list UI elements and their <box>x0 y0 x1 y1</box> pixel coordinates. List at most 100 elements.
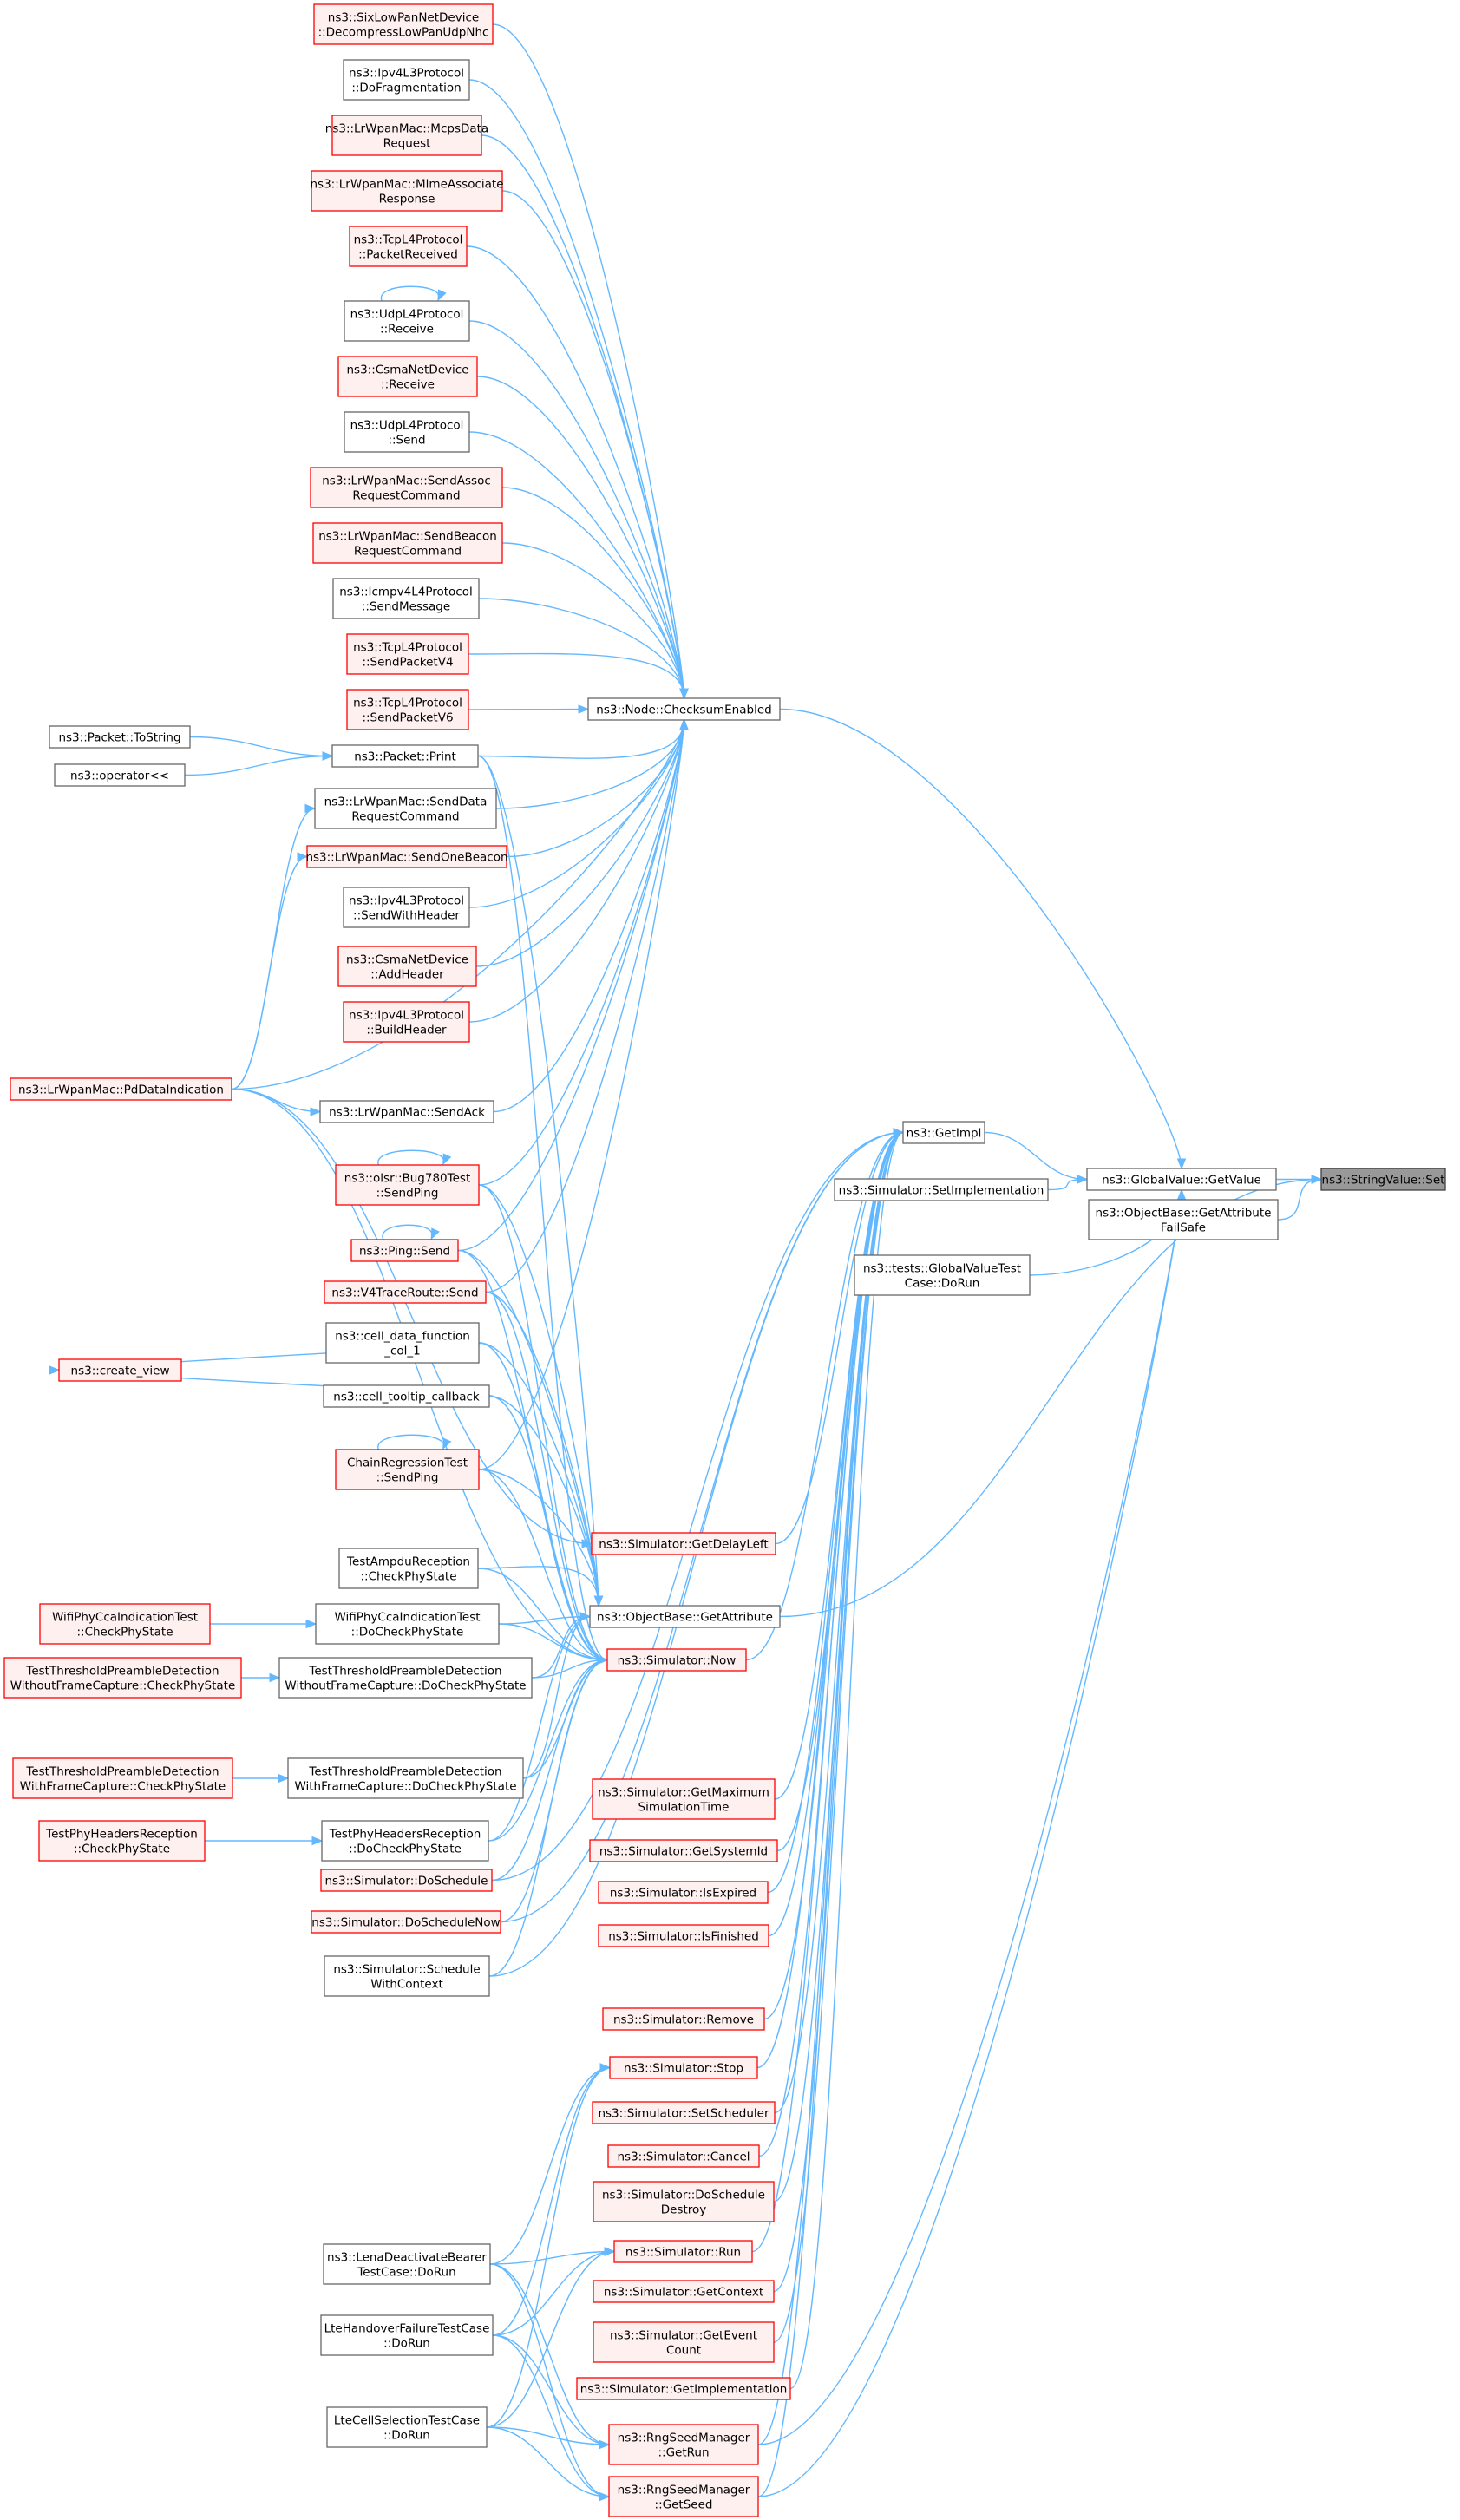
node-chainreg[interactable]: ChainRegressionTest::SendPing <box>335 1449 480 1490</box>
edge-line <box>492 2334 610 2497</box>
node-wificca-do[interactable]: WifiPhyCcaIndicationTest::DoCheckPhyStat… <box>315 1603 500 1645</box>
node-cellcol[interactable]: ns3::cell_data_function_col_1 <box>325 1322 480 1364</box>
edge-line <box>189 736 333 757</box>
node-getattr[interactable]: ns3::ObjectBase::GetAttribute <box>589 1605 781 1628</box>
node-ltehandover[interactable]: LteHandoverFailureTestCase::DoRun <box>320 2314 494 2356</box>
node-remove[interactable]: ns3::Simulator::Remove <box>602 2007 765 2031</box>
node-udp-recv[interactable]: ns3::UdpL4Protocol::Receive <box>344 300 470 342</box>
node-label: ns3::Ipv4L3Protocol <box>349 894 464 908</box>
edge-line <box>478 719 685 1186</box>
node-csma-addhdr[interactable]: ns3::CsmaNetDevice::AddHeader <box>337 946 477 987</box>
node-label: ns3::Simulator::GetMaximum <box>598 1786 769 1800</box>
node-stop[interactable]: ns3::Simulator::Stop <box>609 2056 758 2079</box>
node-box <box>346 689 469 730</box>
edge-line <box>488 1395 608 1661</box>
node-set-impl[interactable]: ns3::Simulator::SetImplementation <box>834 1178 1049 1201</box>
node-checksum[interactable]: ns3::Node::ChecksumEnabled <box>587 697 781 721</box>
edge-line <box>489 2250 615 2265</box>
node-doschedule[interactable]: ns3::Simulator::DoSchedule <box>320 1869 493 1892</box>
node-isfinished[interactable]: ns3::Simulator::IsFinished <box>598 1924 769 1947</box>
node-csma-recv[interactable]: ns3::CsmaNetDevice::Receive <box>337 356 478 397</box>
node-getimplementation[interactable]: ns3::Simulator::GetImplementation <box>576 2377 791 2400</box>
node-tpd-w-chk[interactable]: TestThresholdPreambleDetectionWithFrameC… <box>12 1757 233 1799</box>
node-label: ns3::Simulator::DoScheduleNow <box>311 1916 500 1930</box>
node-setsched[interactable]: ns3::Simulator::SetScheduler <box>592 2101 776 2124</box>
node-label: ns3::TcpL4Protocol <box>353 641 462 655</box>
node-getcontext[interactable]: ns3::Simulator::GetContext <box>593 2280 775 2303</box>
node-v4trace[interactable]: ns3::V4TraceRoute::Send <box>324 1280 487 1304</box>
node-box <box>319 1100 494 1123</box>
node-tcp-recv[interactable]: ns3::TcpL4Protocol::PacketReceived <box>349 226 468 267</box>
node-tpd-wo-chk[interactable]: TestThresholdPreambleDetectionWithoutFra… <box>3 1657 242 1699</box>
node-now[interactable]: ns3::Simulator::Now <box>606 1648 747 1672</box>
node-tpd-w-do[interactable]: TestThresholdPreambleDetectionWithFrameC… <box>287 1757 524 1799</box>
node-cancel[interactable]: ns3::Simulator::Cancel <box>607 2144 760 2168</box>
node-onebeacon[interactable]: ns3::LrWpanMac::SendOneBeacon <box>305 845 508 868</box>
node-celltip[interactable]: ns3::cell_tooltip_callback <box>323 1384 490 1408</box>
node-wificca-chk[interactable]: WifiPhyCcaIndicationTest::CheckPhyState <box>39 1603 211 1645</box>
node-icmp[interactable]: ns3::Icmpv4L4Protocol::SendMessage <box>332 578 480 619</box>
edge-arrowhead <box>893 1128 905 1137</box>
edge-arrowhead <box>1077 1175 1089 1184</box>
node-print[interactable]: ns3::Packet::Print <box>331 744 479 768</box>
node-gv-getvalue[interactable]: ns3::GlobalValue::GetValue <box>1086 1168 1277 1191</box>
edge-line <box>231 1088 321 1113</box>
edge-mlme-to-checksum <box>501 190 689 700</box>
node-ipv4-sendhdr[interactable]: ns3::Ipv4L3Protocol::SendWithHeader <box>343 887 470 928</box>
node-tcp-v6[interactable]: ns3::TcpL4Protocol::SendPacketV6 <box>346 689 469 730</box>
node-getseed[interactable]: ns3::RngSeedManager::GetSeed <box>608 2476 759 2517</box>
node-udp-send[interactable]: ns3::UdpL4Protocol::Send <box>344 411 470 453</box>
node-pingsend[interactable]: ns3::Ping::Send <box>350 1239 459 1262</box>
node-run[interactable]: ns3::Simulator::Run <box>613 2240 753 2263</box>
node-tostring[interactable]: ns3::Packet::ToString <box>49 725 191 749</box>
node-getrun[interactable]: ns3::RngSeedManager::GetRun <box>608 2424 759 2465</box>
node-operator[interactable]: ns3::operator<< <box>54 763 186 787</box>
node-isexpired[interactable]: ns3::Simulator::IsExpired <box>598 1881 769 1904</box>
node-doschednow[interactable]: ns3::Simulator::DoScheduleNow <box>311 1910 501 1934</box>
node-ipv4-frag[interactable]: ns3::Ipv4L3Protocol::DoFragmentation <box>343 59 470 101</box>
node-box <box>331 115 482 156</box>
edge-getseed-to-getimpl <box>757 1128 905 2497</box>
node-tpd-wo-do[interactable]: TestThresholdPreambleDetectionWithoutFra… <box>278 1657 533 1699</box>
node-label: ns3::olsr::Bug780Test <box>344 1172 470 1186</box>
node-getsysid[interactable]: ns3::Simulator::GetSystemId <box>589 1839 778 1862</box>
edge-line <box>478 1184 608 1661</box>
node-phyhdr-chk[interactable]: TestPhyHeadersReception::CheckPhyState <box>38 1820 206 1862</box>
node-sixlowpan[interactable]: ns3::SixLowPanNetDevice::DecompressLowPa… <box>313 3 494 45</box>
edge-arrowhead <box>304 803 317 814</box>
node-tcp-v4[interactable]: ns3::TcpL4Protocol::SendPacketV4 <box>346 633 469 675</box>
node-label: ns3::Simulator::IsExpired <box>610 1887 756 1901</box>
node-sendack[interactable]: ns3::LrWpanMac::SendAck <box>319 1100 494 1123</box>
node-bug780[interactable]: ns3::olsr::Bug780Test::SendPing <box>335 1164 480 1206</box>
node-box <box>326 2406 488 2448</box>
edge-line <box>476 376 685 699</box>
node-box <box>321 1820 489 1862</box>
node-ampdu[interactable]: TestAmpduReception::CheckPhyState <box>338 1548 479 1589</box>
node-label: ns3::LrWpanMac::MlmeAssociate <box>311 178 504 192</box>
node-pdind[interactable]: ns3::LrWpanMac::PdDataIndication <box>10 1077 232 1101</box>
node-phyhdr-do[interactable]: TestPhyHeadersReception::DoCheckPhyState <box>321 1820 489 1862</box>
node-getdelay[interactable]: ns3::Simulator::GetDelayLeft <box>591 1532 776 1555</box>
node-ltecell[interactable]: LteCellSelectionTestCase::DoRun <box>326 2406 488 2448</box>
node-getimpl[interactable]: ns3::GetImpl <box>902 1121 985 1144</box>
node-label: ::BuildHeader <box>366 1024 447 1037</box>
edge-line <box>457 719 685 1252</box>
node-label: ::DecompressLowPanUdpNhc <box>318 26 489 40</box>
node-ipv4-build[interactable]: ns3::Ipv4L3Protocol::BuildHeader <box>343 1001 470 1043</box>
node-box <box>608 2424 759 2465</box>
node-createview[interactable]: ns3::create_view <box>58 1358 182 1382</box>
node-label: TestThresholdPreambleDetection <box>25 1665 219 1679</box>
node-box <box>313 3 494 45</box>
